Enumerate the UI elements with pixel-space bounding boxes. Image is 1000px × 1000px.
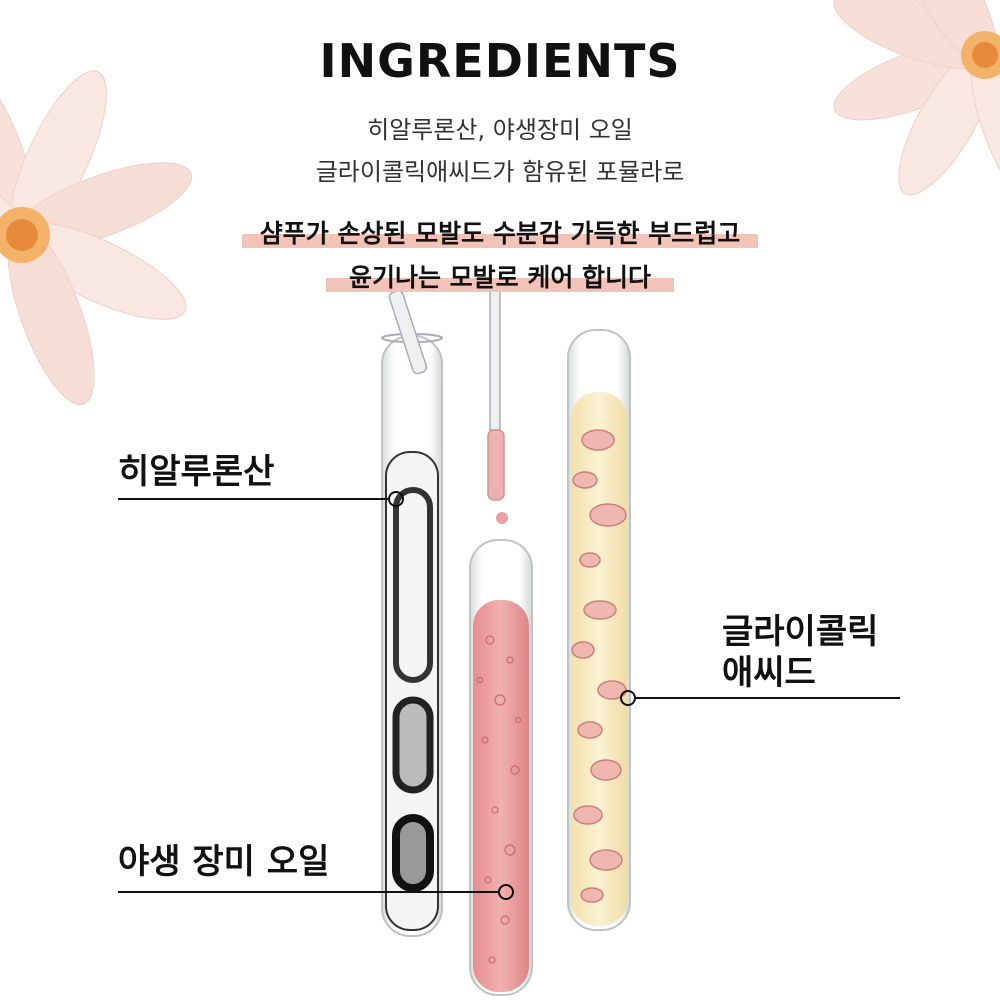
label-hyaluronic: 히알루론산 [118,452,275,492]
flower-left-decoration [0,64,193,406]
page-title: INGREDIENTS [319,34,681,88]
tube-glycolic [567,329,631,931]
highlight-text-2: 윤기나는 모발로 케어 합니다 [348,263,652,292]
label-glycolic-line-1: 글라이콜릭 [722,612,879,652]
highlight-line-2: 윤기나는 모발로 케어 합니다 [326,258,674,294]
highlight-bar [326,278,674,292]
highlight-line-1: 샴푸가 손상된 모발도 수분감 가득한 부드럽고 [242,214,758,250]
subtitle-line-2: 글라이콜릭애씨드가 함유된 포뮬라로 [315,158,685,186]
highlight-text-1: 샴푸가 손상된 모발도 수분감 가득한 부드럽고 [259,219,741,248]
pointer-line-hyaluronic [118,498,390,500]
flower-right-decoration [833,0,1000,207]
subtitle-line-1: 히알루론산, 야생장미 오일 [367,116,633,144]
label-rose-oil: 야생 장미 오일 [118,842,330,882]
tube-hyaluronic [381,333,443,937]
pointer-line-rose-oil [118,891,500,893]
pointer-line-glycolic [634,697,900,699]
label-glycolic-acid: 글라이콜릭 애씨드 [722,612,878,694]
highlight-bar [242,234,758,248]
label-glycolic-line-2: 애씨드 [722,652,816,693]
tube-rose-oil [469,539,533,996]
dropper-middle [487,289,508,524]
